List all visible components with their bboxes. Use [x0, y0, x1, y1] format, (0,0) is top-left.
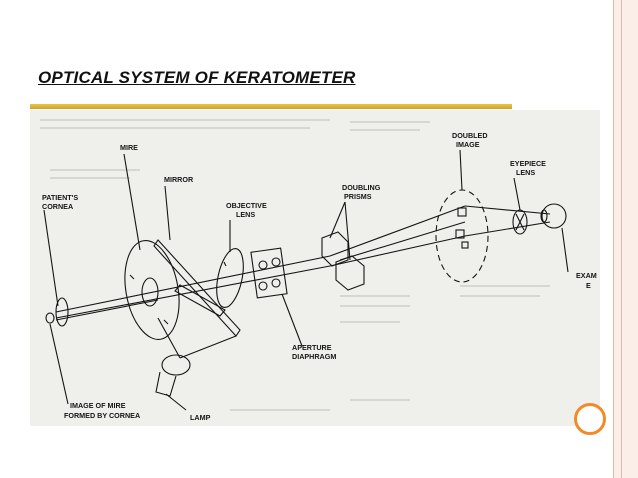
leader-aperture-diaphragm	[281, 293, 303, 347]
beam-lower-2	[329, 235, 466, 267]
label-eyepiece-lens-1: EYEPIECE	[510, 159, 546, 168]
leader-doubling-prisms-1	[329, 201, 346, 239]
label-patients-cornea-2: CORNEA	[42, 202, 73, 211]
aperture-hole-2	[271, 257, 281, 267]
label-patients-cornea-1: PATIENT'S	[42, 193, 78, 202]
aperture-hole-3	[258, 281, 268, 291]
scan-background-text	[40, 119, 550, 411]
leader-doubling-prisms-2	[344, 201, 351, 261]
doubling-prism-2	[335, 255, 365, 291]
mire-mark	[129, 274, 135, 280]
beam-upper-2	[329, 205, 466, 257]
keratometer-diagram: MIRE MIRROR PATIENT'S CORNEA OBJECTIVE L…	[30, 110, 600, 426]
objective-mark	[223, 261, 227, 267]
mire-mark-2	[163, 319, 169, 325]
patient-cornea-lens	[55, 297, 69, 327]
label-objective-lens-2: LENS	[236, 210, 255, 219]
examiner-eye-lens	[540, 209, 548, 223]
right-decorative-band	[614, 0, 638, 478]
image-of-mire-shape	[45, 312, 55, 324]
aperture-hole-4	[271, 278, 281, 288]
leader-patients-cornea	[43, 209, 59, 307]
label-doubling-prisms-1: DOUBLING	[342, 183, 381, 192]
diagram-labels: MIRE MIRROR PATIENT'S CORNEA OBJECTIVE L…	[42, 131, 597, 422]
leader-eyepiece-lens	[513, 177, 521, 211]
lamp-housing	[155, 371, 177, 397]
leader-doubled-image	[459, 149, 463, 191]
objective-lens-shape	[216, 247, 244, 309]
decorative-circle	[574, 403, 606, 435]
label-mire: MIRE	[120, 143, 138, 152]
leader-mirror	[164, 185, 171, 241]
doubled-image-square-1	[457, 207, 467, 217]
eyepiece-cross-2	[515, 213, 525, 231]
beam-eye-1	[464, 205, 551, 215]
lamp-beam-right	[179, 335, 237, 359]
label-aperture-diaphragm-1: APERTURE	[292, 343, 332, 352]
beam-mid	[339, 221, 466, 261]
slide-title: Optical system of keratometer	[38, 68, 356, 87]
label-mirror: MIRROR	[164, 175, 194, 184]
label-lamp: LAMP	[190, 413, 211, 422]
doubled-image-ellipse	[435, 189, 489, 283]
label-image-of-mire-2: FORMED BY CORNEA	[64, 411, 140, 420]
right-rule-line	[613, 0, 614, 478]
label-examiner-eye-1: EXAM	[576, 271, 597, 280]
label-aperture-diaphragm-2: DIAPHRAGM	[292, 352, 336, 361]
label-doubled-image-2: IMAGE	[456, 140, 480, 149]
beam-upper	[55, 255, 331, 313]
aperture-hole-1	[258, 260, 268, 270]
aperture-plate	[250, 247, 288, 299]
label-doubling-prisms-2: PRISMS	[344, 192, 372, 201]
mire-ring-inner	[141, 277, 159, 307]
diagram-svg: MIRE MIRROR PATIENT'S CORNEA OBJECTIVE L…	[40, 119, 597, 422]
beam-cornea	[55, 299, 159, 321]
leader-lamp	[165, 393, 187, 411]
leader-image-of-mire	[49, 323, 69, 405]
label-examiner-eye-2: E	[586, 281, 591, 290]
lamp-beam-left	[157, 317, 181, 359]
doubled-image-square-2	[455, 229, 465, 239]
label-eyepiece-lens-2: LENS	[516, 168, 535, 177]
label-objective-lens-1: OBJECTIVE	[226, 201, 267, 210]
leader-mire	[123, 153, 141, 251]
doubling-prism-1	[321, 231, 349, 267]
mirror-inner-slot	[174, 284, 226, 317]
title-accent-bar	[30, 104, 512, 109]
right-rule-line-2	[621, 0, 622, 478]
label-image-of-mire-1: IMAGE OF MIRE	[70, 401, 126, 410]
doubled-image-square-3	[461, 241, 469, 249]
examiner-eye-shape	[541, 203, 567, 229]
label-doubled-image-1: DOUBLED	[452, 131, 488, 140]
mire-ring-outer	[124, 240, 180, 340]
beam-eye-2	[464, 221, 551, 237]
leader-examiner-eye	[561, 227, 569, 273]
lamp-bulb	[161, 354, 191, 376]
